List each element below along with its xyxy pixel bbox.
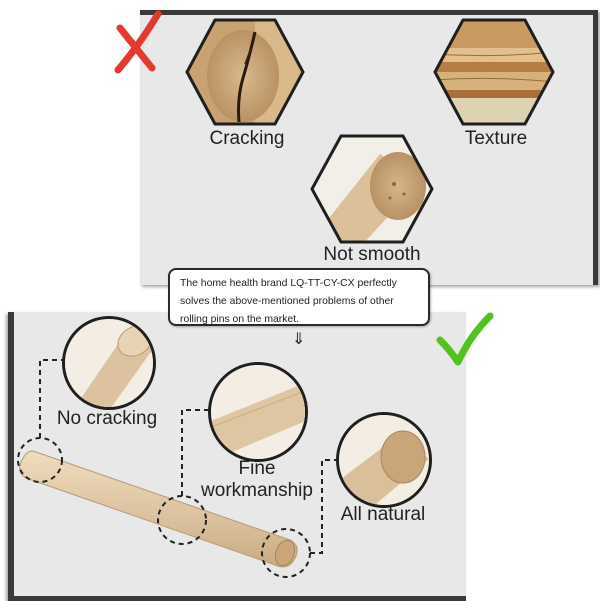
all-natural-label: All natural	[340, 504, 426, 525]
cracking-hexagon-image	[185, 18, 305, 126]
all-natural-circle-image	[336, 412, 432, 508]
not-smooth-label: Not smooth	[323, 244, 421, 265]
brand-callout: The home health brand LQ-TT-CY-CX perfec…	[168, 268, 430, 326]
rolling-pin	[19, 450, 298, 568]
fine-workmanship-label: Fine workmanship	[201, 458, 313, 501]
texture-hexagon-image	[433, 18, 555, 126]
texture-label: Texture	[464, 128, 528, 149]
fine-workmanship-circle-image	[208, 362, 308, 462]
no-cracking-label: No cracking	[56, 408, 158, 429]
no-cracking-circle-image	[62, 316, 156, 410]
cracking-label: Cracking	[209, 128, 285, 149]
double-chevron-down-icon: ⇓	[292, 331, 306, 348]
not-smooth-hexagon-image	[310, 134, 434, 244]
